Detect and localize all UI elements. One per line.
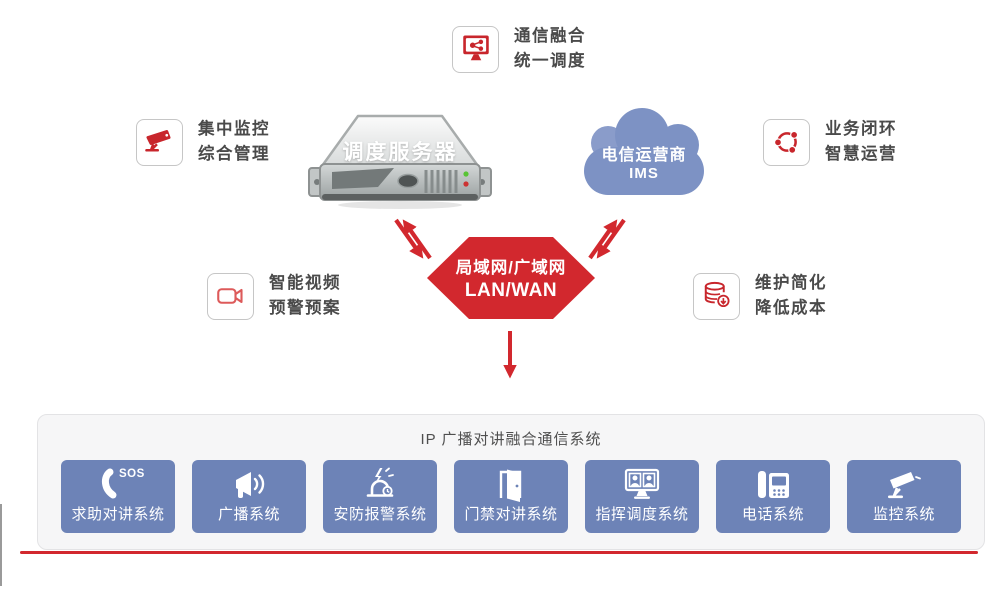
- cloud-line1: 电信运营商: [601, 147, 687, 164]
- door-icon: [454, 464, 568, 506]
- feature-line: 降低成本: [755, 299, 827, 317]
- tile-telephone: 电话系统: [716, 460, 830, 533]
- feature-line: 集中监控: [198, 120, 270, 138]
- feature-maintenance: 维护简化 降低成本: [693, 271, 827, 321]
- arrow-server-to-hub: [394, 218, 424, 259]
- feature-business: 业务闭环 智慧运营: [763, 117, 897, 167]
- tile-label: 电话系统: [741, 506, 804, 523]
- arrow-hub-to-cloud: [588, 219, 618, 260]
- network-hub-line2: LAN/WAN: [464, 280, 558, 301]
- cctv-camera-icon: [847, 464, 961, 506]
- tile-surveillance: 监控系统: [847, 460, 961, 533]
- alarm-icon: [323, 464, 437, 506]
- feature-line: 统一调度: [514, 52, 586, 70]
- megaphone-icon: [192, 464, 306, 506]
- panel-title: IP 广播对讲融合通信系统: [420, 431, 602, 448]
- tile-label: 监控系统: [872, 506, 935, 523]
- video-camera-icon: [207, 272, 254, 320]
- feature-line: 智慧运营: [825, 145, 897, 163]
- left-edge-mark: [0, 504, 2, 586]
- arrow-cloud-to-hub: [596, 218, 626, 259]
- tile-label: 指挥调度系统: [595, 506, 689, 523]
- desk-phone-icon: [716, 464, 830, 506]
- feature-communication: 通信融合 统一调度: [452, 24, 586, 74]
- tile-label: 安防报警系统: [333, 506, 427, 523]
- cloud-label: 电信运营商 IMS: [578, 141, 710, 182]
- sos-badge: SOS: [119, 468, 145, 480]
- monitor-share-icon: [452, 25, 499, 73]
- systems-panel: IP 广播对讲融合通信系统 SOS 求助对讲系统: [37, 414, 985, 550]
- database-down-icon: [693, 272, 740, 320]
- tile-broadcast: 广播系统: [192, 460, 306, 533]
- cloud-line2: IMS: [629, 165, 659, 182]
- tile-door-intercom: 门禁对讲系统: [454, 460, 568, 533]
- tile-label: 广播系统: [217, 506, 280, 523]
- cycle-loop-icon: [763, 118, 810, 166]
- tile-command-dispatch: 指挥调度系统: [585, 460, 699, 533]
- server-label: 调度服务器: [342, 141, 458, 164]
- feature-line: 智能视频: [269, 274, 341, 292]
- feature-line: 通信融合: [514, 27, 586, 45]
- network-hub-line1: 局域网/广域网: [455, 259, 567, 277]
- tile-label: 门禁对讲系统: [464, 506, 558, 523]
- dispatch-monitor-icon: [585, 464, 699, 506]
- tile-label: 求助对讲系统: [71, 506, 165, 523]
- tile-security-alarm: 安防报警系统: [323, 460, 437, 533]
- sos-phone-icon: SOS: [61, 464, 175, 506]
- feature-line: 预警预案: [269, 299, 341, 317]
- tile-help-intercom: SOS 求助对讲系统: [61, 460, 175, 533]
- feature-line: 业务闭环: [825, 120, 897, 138]
- network-hub-hexagon: 局域网/广域网 LAN/WAN: [427, 237, 595, 319]
- feature-video: 智能视频 预警预案: [207, 271, 341, 321]
- feature-monitoring: 集中监控 综合管理: [136, 117, 270, 167]
- bottom-accent-line: [20, 551, 978, 554]
- cctv-camera-icon: [136, 118, 183, 166]
- arrow-hub-to-server: [402, 219, 432, 260]
- system-tiles: SOS 求助对讲系统 广播系统: [38, 460, 984, 533]
- feature-line: 综合管理: [198, 145, 270, 163]
- feature-line: 维护简化: [755, 274, 827, 292]
